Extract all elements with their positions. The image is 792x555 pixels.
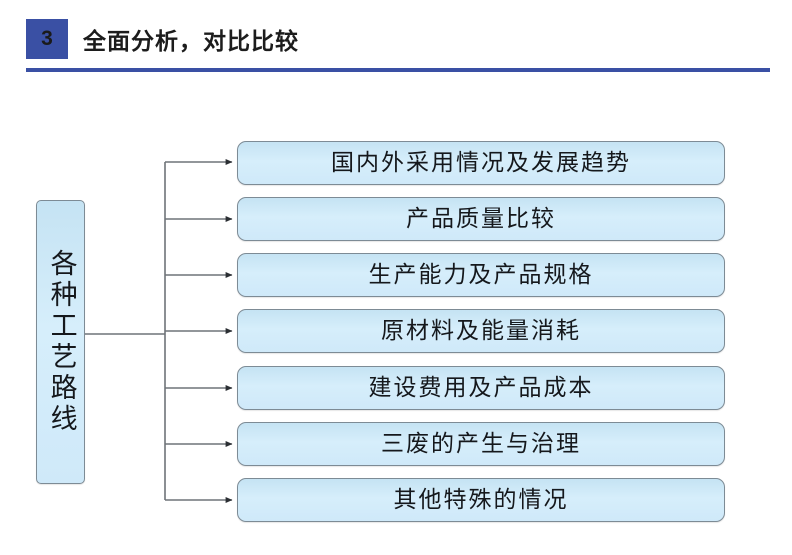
diagram-branch-label-4: 原材料及能量消耗 <box>381 317 581 344</box>
diagram-branch-label-6: 三废的产生与治理 <box>381 430 581 457</box>
diagram-root-node[interactable]: 各种工艺路线 <box>36 200 85 484</box>
diagram-branch-node-5[interactable]: 建设费用及产品成本 <box>237 366 725 410</box>
slide-header: 3 全面分析，对比比较 <box>0 0 792 78</box>
diagram-branch-node-2[interactable]: 产品质量比较 <box>237 197 725 241</box>
page-title: 全面分析，对比比较 <box>83 29 299 55</box>
diagram-branch-label-7: 其他特殊的情况 <box>393 486 569 513</box>
diagram-branch-node-7[interactable]: 其他特殊的情况 <box>237 478 725 522</box>
section-number-badge: 3 <box>26 19 68 59</box>
diagram-branch-label-2: 产品质量比较 <box>406 205 556 232</box>
diagram-root-label: 各种工艺路线 <box>45 249 77 435</box>
diagram-branch-node-3[interactable]: 生产能力及产品规格 <box>237 253 725 297</box>
diagram-branch-label-1: 国内外采用情况及发展趋势 <box>331 149 631 176</box>
diagram-branch-node-1[interactable]: 国内外采用情况及发展趋势 <box>237 141 725 185</box>
diagram-branch-label-3: 生产能力及产品规格 <box>368 261 594 288</box>
header-divider-rule <box>26 68 770 72</box>
diagram-branch-node-6[interactable]: 三废的产生与治理 <box>237 422 725 466</box>
diagram-branch-node-4[interactable]: 原材料及能量消耗 <box>237 309 725 353</box>
diagram-branch-label-5: 建设费用及产品成本 <box>368 374 594 401</box>
